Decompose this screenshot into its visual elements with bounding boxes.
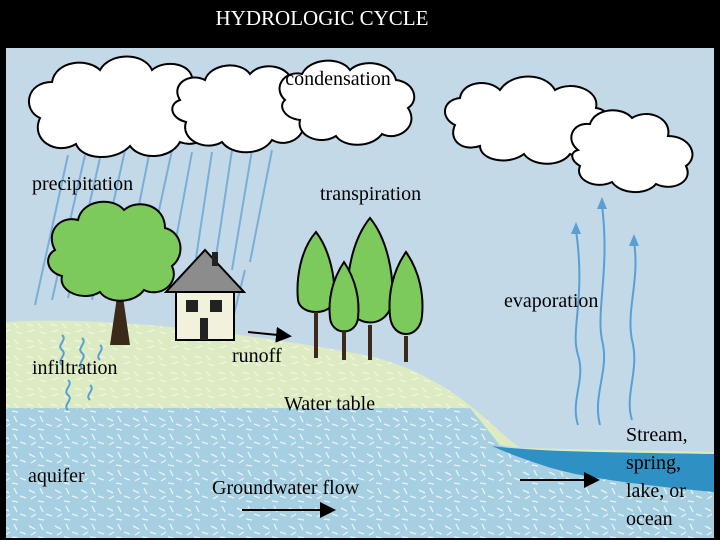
infiltration-label: infiltration bbox=[32, 357, 118, 379]
deciduous-tree bbox=[47, 200, 182, 345]
transpiration-trees bbox=[296, 216, 424, 362]
title-bar bbox=[0, 0, 720, 44]
infiltration-squiggles bbox=[59, 334, 103, 411]
evaporation-label: evaporation bbox=[504, 290, 598, 312]
house bbox=[163, 248, 247, 341]
aquifer-texture bbox=[6, 408, 714, 538]
diagram-title: HYDROLOGIC CYCLE bbox=[216, 6, 429, 30]
aquifer-label: aquifer bbox=[28, 465, 85, 487]
water-table-label: Water table bbox=[284, 393, 375, 415]
runoff-label: runoff bbox=[232, 345, 282, 367]
groundwater-flow-label: Groundwater flow bbox=[212, 477, 360, 499]
stream-label-line: ocean bbox=[626, 508, 673, 530]
stream-label: Stream, spring, lake, or ocean bbox=[626, 424, 688, 530]
surface-water bbox=[492, 446, 714, 492]
stream-label-line: spring, bbox=[626, 452, 681, 474]
ground-texture bbox=[6, 320, 520, 448]
condensation-label: condensation bbox=[285, 68, 391, 90]
evaporation-arrowheads bbox=[571, 197, 639, 246]
condensation-clouds bbox=[28, 55, 694, 193]
precipitation-label: precipitation bbox=[32, 173, 133, 195]
tree-trunks bbox=[314, 312, 408, 362]
runoff-arrow bbox=[247, 326, 292, 343]
stream-label-line: lake, or bbox=[626, 480, 686, 502]
stream-label-line: Stream, bbox=[626, 424, 688, 446]
evaporation-vapor bbox=[574, 204, 637, 426]
transpiration-label: transpiration bbox=[320, 183, 421, 205]
